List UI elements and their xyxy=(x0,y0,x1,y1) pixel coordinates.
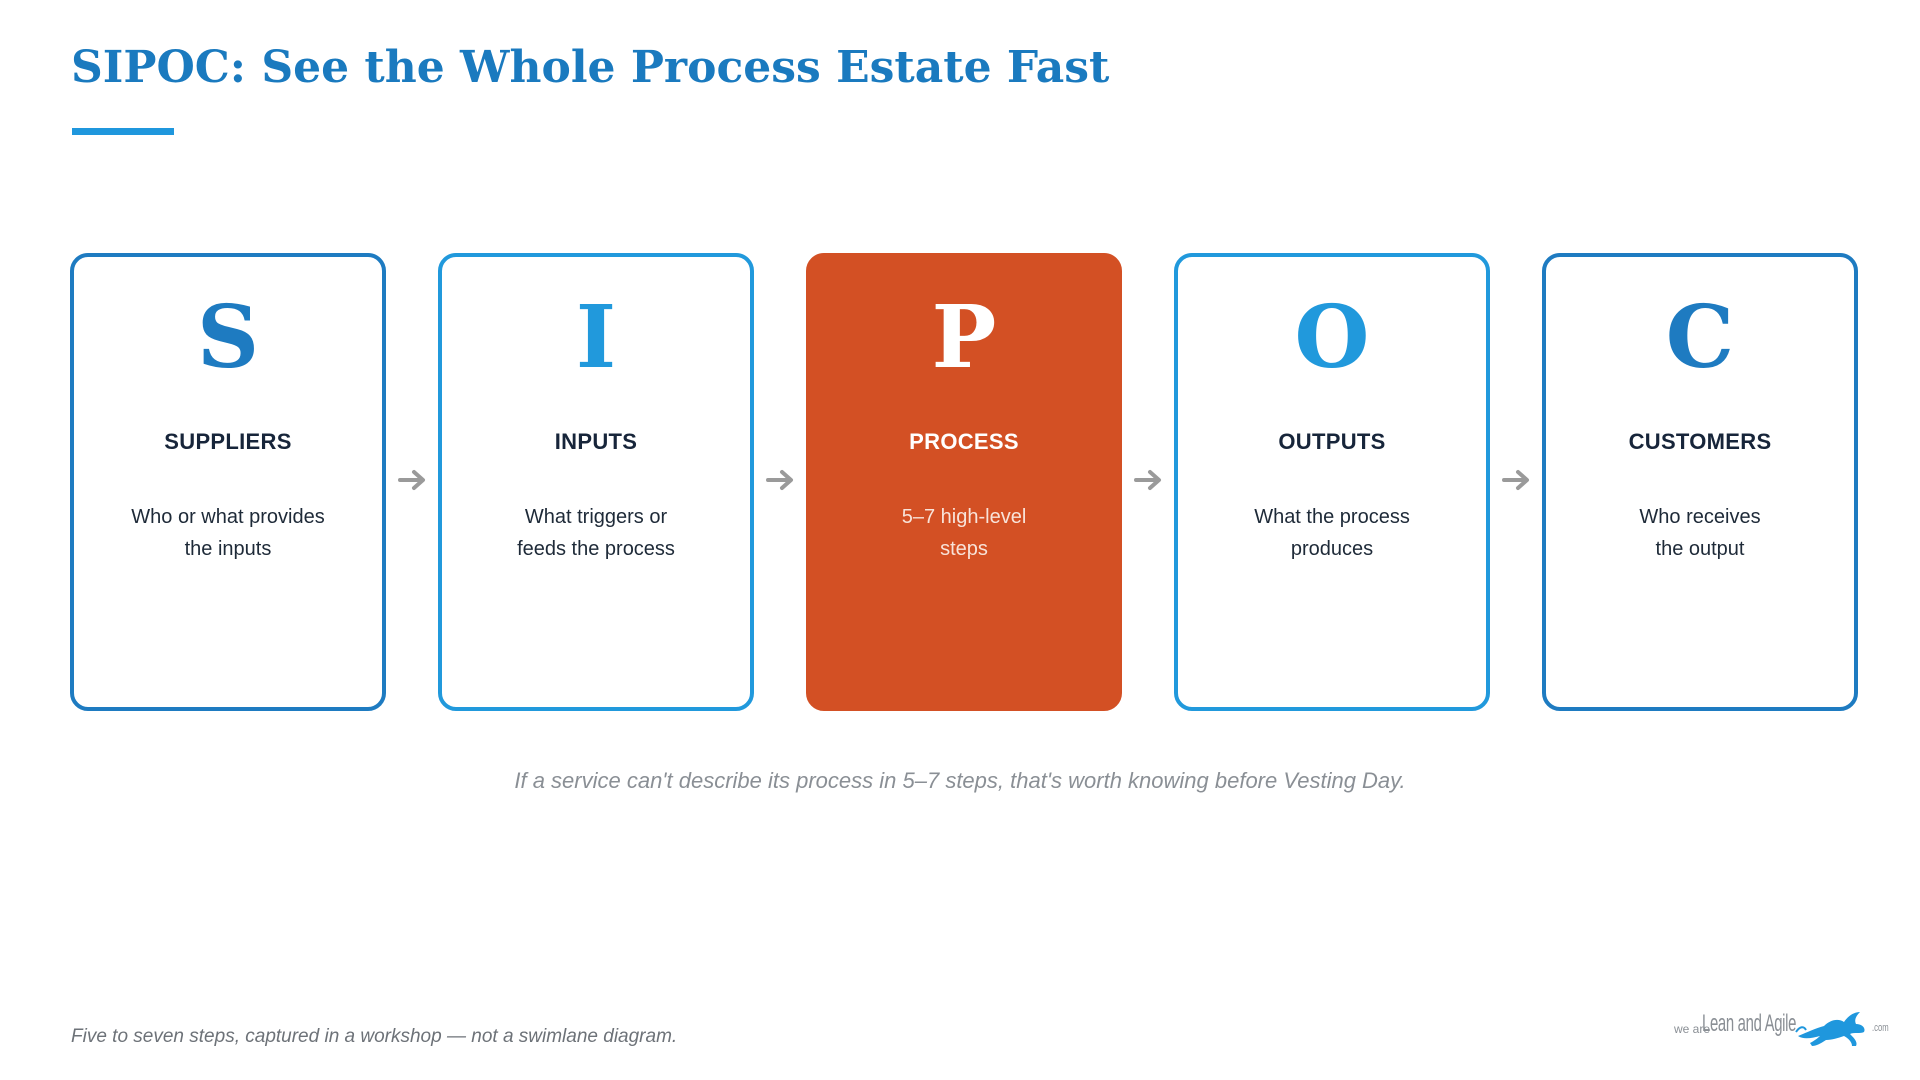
card-letter: S xyxy=(196,287,260,388)
card-description: 5–7 high-level steps xyxy=(850,501,1078,565)
brand-prefix: we are xyxy=(1674,1022,1711,1036)
card-description: What triggers or feeds the process xyxy=(482,501,710,565)
footnote: Five to seven steps, captured in a works… xyxy=(71,1026,678,1047)
sipoc-card-outputs: O OUTPUTS What the process produces xyxy=(1174,253,1490,711)
card-description: Who receives the output xyxy=(1586,501,1814,565)
caption: If a service can't describe its process … xyxy=(514,768,1406,793)
sipoc-card-suppliers: S SUPPLIERS Who or what provides the inp… xyxy=(70,253,386,711)
sipoc-card-process: P PROCESS 5–7 high-level steps xyxy=(806,253,1122,711)
card-description: What the process produces xyxy=(1218,501,1446,565)
card-letter: I xyxy=(575,287,617,388)
card-label: SUPPLIERS xyxy=(164,429,292,454)
brand-suffix: .com xyxy=(1872,1022,1889,1034)
card-label: CUSTOMERS xyxy=(1628,429,1772,454)
title-underline xyxy=(72,128,174,135)
card-label: OUTPUTS xyxy=(1278,429,1386,454)
card-description-line: produces xyxy=(1290,538,1374,560)
sipoc-card-customers: C CUSTOMERS Who receives the output xyxy=(1542,253,1858,711)
card-letter: O xyxy=(1294,287,1370,388)
card-description-line: the inputs xyxy=(184,538,272,560)
card-description-line: What triggers or xyxy=(524,506,668,528)
brand-name: Lean and Agile xyxy=(1702,1010,1797,1037)
card-label: INPUTS xyxy=(554,429,638,454)
card-description-line: steps xyxy=(940,538,988,560)
page-title: SIPOC: See the Whole Process Estate Fast xyxy=(71,42,1110,93)
arrow-right-icon xyxy=(766,470,793,490)
card-description-line: feeds the process xyxy=(517,538,675,560)
card-description-line: Who or what provides xyxy=(131,506,325,528)
sipoc-card-inputs: I INPUTS What triggers or feeds the proc… xyxy=(438,253,754,711)
card-label: PROCESS xyxy=(909,429,1019,454)
arrow-right-icon xyxy=(398,470,425,490)
card-description-line: the output xyxy=(1655,538,1745,560)
hare-icon xyxy=(1795,1012,1865,1046)
arrow-right-icon xyxy=(1134,470,1161,490)
card-description-line: 5–7 high-level xyxy=(901,506,1027,528)
card-letter: P xyxy=(931,287,997,388)
card-letter: C xyxy=(1665,287,1735,388)
arrow-right-icon xyxy=(1502,470,1529,490)
card-description-line: What the process xyxy=(1254,506,1410,528)
brand-logo: we are Lean and Agile .com xyxy=(1672,1004,1892,1052)
card-description-line: Who receives xyxy=(1639,506,1761,528)
card-description: Who or what provides the inputs xyxy=(114,501,342,565)
